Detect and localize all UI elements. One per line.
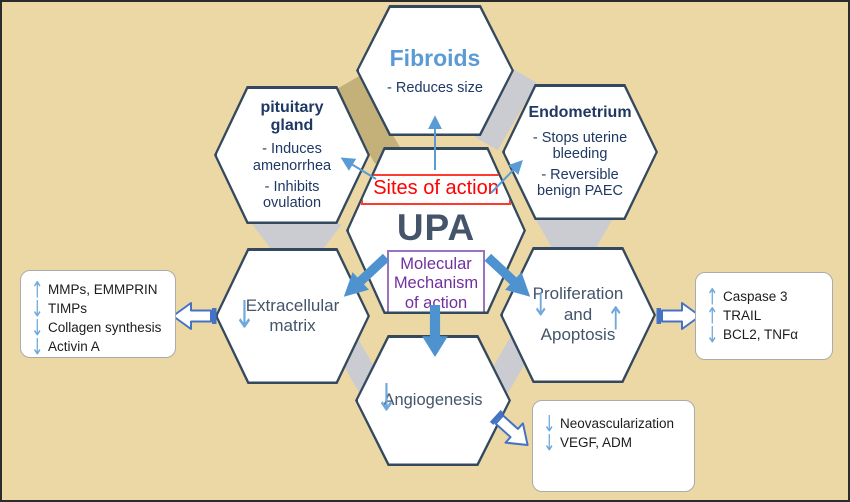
note-text: TRAIL	[723, 308, 762, 323]
down-arrow-icon: ↓	[31, 314, 44, 341]
connector-endometrium-proliferation	[536, 220, 612, 248]
pituitary-title: pituitary gland	[260, 98, 324, 135]
note-text: TIMPs	[48, 301, 87, 316]
angiogenesis-effects-box: ↓ Neovascularization ↓ VEGF, ADM	[532, 400, 695, 492]
note-text: Collagen synthesis	[48, 320, 162, 335]
note-text: BCL2, TNFα	[723, 327, 799, 342]
down-arrow-icon: ↓	[375, 376, 398, 421]
down-arrow-icon: ↓	[706, 321, 719, 348]
note-text: VEGF, ADM	[560, 435, 633, 450]
endometrium-title: Endometrium	[528, 104, 632, 122]
outline-arrow-left	[172, 302, 217, 330]
pituitary-item-2: - Inhibits ovulation	[262, 178, 322, 212]
up-arrow-icon: ↑	[606, 301, 625, 338]
hexagon-endometrium: Endometrium - Stops uterine bleeding - R…	[502, 84, 658, 220]
note-row: ↑ MMPs, EMMPRIN	[31, 276, 167, 303]
up-arrow-icon: ↑	[706, 283, 719, 310]
down-arrow-icon: ↓	[543, 410, 556, 437]
hexagon-proliferation-apoptosis: ↓ ↑ Proliferation and Apoptosis	[500, 247, 656, 383]
down-arrow-icon: ↓	[543, 429, 556, 456]
down-arrow-icon: ↓	[233, 293, 256, 338]
note-text: MMPs, EMMPRIN	[48, 282, 158, 297]
connector-pituitary-extracellular	[252, 224, 342, 249]
apoptosis-label: Apoptosis	[540, 325, 616, 345]
extracellular-effects-box: ↑ MMPs, EMMPRIN ↓ TIMPs ↓ Collagen synth…	[20, 270, 176, 360]
note-row: ↓ Neovascularization	[543, 410, 686, 437]
up-arrow-icon: ↑	[706, 302, 719, 329]
note-row: ↓ TIMPs	[31, 295, 167, 322]
pituitary-item-1: - Induces amenorrhea	[252, 141, 332, 174]
hexagon-angiogenesis: ↓ Angiogenesis	[355, 335, 511, 466]
endometrium-item-2: - Reversible benign PAEC	[537, 167, 623, 200]
note-row: ↑ TRAIL	[706, 302, 824, 329]
angiogenesis-label: Angiogenesis	[383, 390, 483, 409]
note-text: Neovascularization	[560, 416, 675, 431]
note-row: ↓ Collagen synthesis	[31, 314, 167, 341]
note-text: Caspase 3	[723, 289, 788, 304]
down-arrow-icon: ↓	[531, 287, 550, 324]
down-arrow-icon: ↓	[31, 333, 44, 360]
apoptosis-effects-box: ↑ Caspase 3 ↑ TRAIL ↓ BCL2, TNFα	[695, 272, 833, 360]
proliferation-label: Proliferation	[532, 284, 624, 304]
fibroids-item: - Reduces size	[387, 79, 483, 96]
outline-arrow-diagonal	[489, 409, 529, 447]
hexagon-pituitary-gland: pituitary gland - Induces amenorrhea - I…	[214, 86, 370, 224]
down-arrow-icon: ↓	[31, 295, 44, 322]
up-arrow-icon: ↑	[31, 276, 44, 303]
outline-arrow-right	[656, 302, 701, 330]
note-row: ↓ BCL2, TNFα	[706, 321, 824, 348]
hexagon-extracellular-matrix: ↓ Extracellular matrix	[215, 248, 370, 384]
note-row: ↓ Activin A	[31, 333, 167, 360]
note-text: Activin A	[48, 339, 100, 354]
note-row: ↓ VEGF, ADM	[543, 429, 686, 456]
molecular-mechanism-label: Molecular Mechanism of action	[387, 249, 485, 312]
hexagon-fibroids: Fibroids - Reduces size	[356, 5, 514, 136]
hexagon-upa-center: Sites of action UPA Molecular Mechanism …	[346, 147, 526, 314]
extracellular-matrix-label: Extracellular matrix	[245, 295, 340, 335]
and-label: and	[563, 304, 593, 324]
sites-of-action-label: Sites of action	[361, 173, 511, 205]
fibroids-title: Fibroids	[389, 44, 481, 71]
endometrium-item-1: - Stops uterine bleeding	[532, 129, 628, 162]
note-row: ↑ Caspase 3	[706, 283, 824, 310]
upa-title: UPA	[396, 206, 476, 248]
